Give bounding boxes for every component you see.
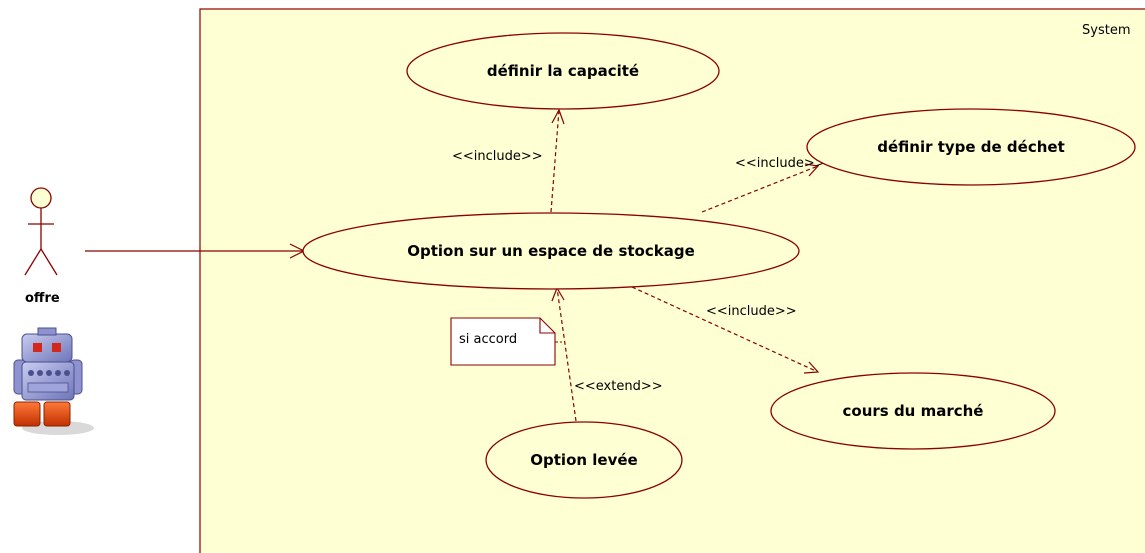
include-cours-label: <<include>>: [706, 304, 797, 319]
include-type-dechet-arrow: [701, 163, 820, 213]
system-label: System: [1082, 23, 1130, 38]
note-text: si accord: [459, 332, 517, 347]
include-capacite-arrow: [550, 108, 565, 213]
note-si-accord[interactable]: si accord: [450, 317, 562, 366]
actor-right-leg: [40, 248, 58, 276]
actor-head: [30, 187, 52, 209]
include-capacite-label: <<include>>: [452, 149, 543, 164]
use-case-label: définir la capacité: [487, 62, 639, 80]
use-case-definir-capacite[interactable]: définir la capacité: [406, 32, 720, 110]
use-case-label: cours du marché: [843, 402, 984, 420]
actor-label: offre: [25, 291, 60, 306]
include-cours-arrow: [631, 286, 820, 374]
include-type-dechet-label: <<include>>: [735, 156, 826, 171]
use-case-option-stockage[interactable]: Option sur un espace de stockage: [302, 212, 800, 290]
use-case-cours-marche[interactable]: cours du marché: [770, 372, 1056, 450]
use-case-label: Option levée: [530, 451, 637, 469]
use-case-definir-type-dechet[interactable]: définir type de déchet: [806, 108, 1136, 186]
actor-offre[interactable]: offre: [24, 187, 60, 306]
robot-icon: [13, 327, 94, 435]
actor-left-leg: [24, 248, 42, 276]
use-case-label: Option sur un espace de stockage: [407, 242, 695, 260]
extend-levee-label: <<extend>>: [574, 379, 663, 394]
use-case-option-levee[interactable]: Option levée: [485, 421, 683, 499]
use-case-label: définir type de déchet: [877, 138, 1065, 156]
